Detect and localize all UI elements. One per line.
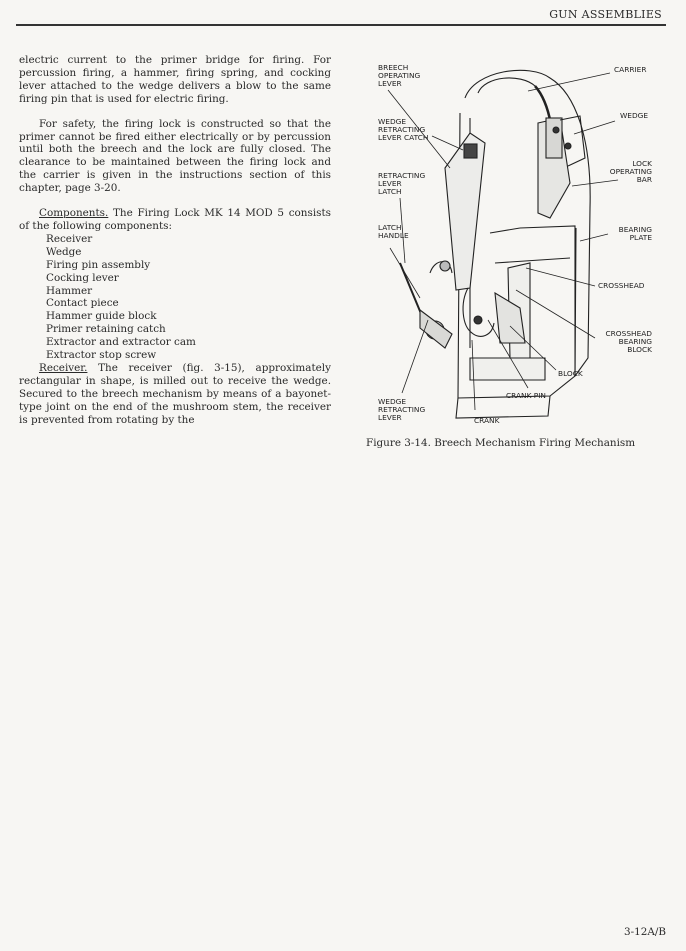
body-text-column: electric current to the primer bridge fo…	[19, 54, 331, 426]
receiver-heading: Receiver.	[39, 361, 88, 374]
paragraph-electric-firing: electric current to the primer bridge fo…	[19, 54, 331, 105]
receiver-text: The receiver (fig. 3-15), approximately …	[19, 361, 331, 426]
components-list: Receiver Wedge Firing pin assembly Cocki…	[46, 233, 331, 362]
list-item: Cocking lever	[46, 271, 119, 284]
list-item: Hammer	[46, 284, 93, 297]
label-retracting-lever-latch: RETRACTING LEVER LATCH	[378, 171, 426, 196]
label-wedge-retracting-lever: WEDGE RETRACTING LEVER	[378, 397, 426, 422]
list-item: Extractor stop screw	[46, 349, 157, 362]
components-heading: Components.	[39, 207, 109, 220]
header-rule	[16, 24, 666, 26]
label-carrier: CARRIER	[614, 65, 647, 74]
label-latch-handle: LATCH HANDLE	[378, 223, 409, 240]
page-number: 3-12A/B	[624, 926, 666, 938]
label-bearing-plate: BEARING PLATE	[618, 225, 652, 242]
label-crosshead-bearing-block: CROSSHEAD BEARING BLOCK	[605, 329, 652, 354]
figure-breech-mechanism: BREECH OPERATING LEVER CARRIER WEDGE WED…	[360, 58, 670, 428]
list-item: Contact piece	[46, 297, 119, 310]
label-block: BLOCK	[558, 369, 583, 378]
list-item: Wedge	[46, 245, 82, 258]
list-item: Firing pin assembly	[46, 258, 151, 271]
label-wedge: WEDGE	[620, 111, 649, 120]
components-intro: The Firing Lock MK 14 MOD 5 consists of …	[19, 207, 331, 232]
list-item: Receiver	[46, 232, 93, 245]
breech-mechanism-drawing	[387, 69, 619, 419]
list-item: Extractor and extractor cam	[46, 336, 196, 349]
label-lock-operating-bar: LOCK OPERATING BAR	[609, 159, 652, 184]
paragraph-safety: For safety, the firing lock is construct…	[19, 117, 331, 195]
paragraph-components: Components. The Firing Lock MK 14 MOD 5 …	[19, 207, 331, 233]
paragraph-receiver: Receiver. The receiver (fig. 3-15), appr…	[19, 362, 331, 427]
label-wedge-retracting-lever-catch: WEDGE RETRACTING LEVER CATCH	[378, 117, 429, 142]
label-crank: CRANK	[474, 416, 500, 425]
label-crank-pin: CRANK PIN	[506, 391, 546, 400]
label-breech-operating-lever: BREECH OPERATING LEVER	[378, 63, 421, 88]
label-crosshead: CROSSHEAD	[598, 281, 645, 290]
running-header: GUN ASSEMBLIES	[549, 8, 662, 21]
list-item: Primer retaining catch	[46, 323, 166, 336]
list-item: Hammer guide block	[46, 310, 157, 323]
figure-caption: Figure 3-14. Breech Mechanism Firing Mec…	[366, 437, 636, 449]
